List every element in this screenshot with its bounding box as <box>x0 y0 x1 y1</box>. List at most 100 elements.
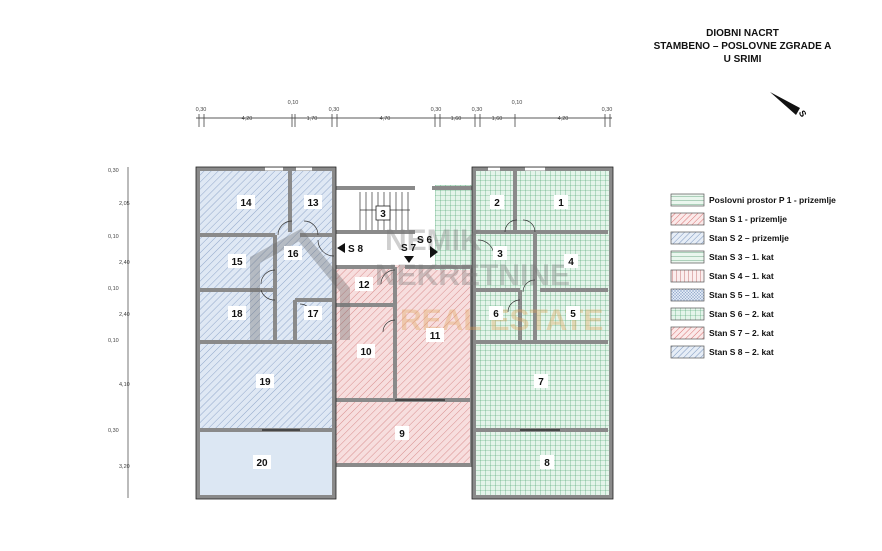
room-number: 13 <box>307 198 319 209</box>
legend-label: Stan S 1 - prizemlje <box>709 214 787 224</box>
room-label-box <box>357 344 375 358</box>
dimension-label: 0,10 <box>512 100 523 106</box>
legend-swatch <box>670 231 705 245</box>
legend-swatch <box>670 212 705 226</box>
room-label-box <box>304 306 322 320</box>
legend-label: Stan S 5 – 1. kat <box>709 290 774 300</box>
dimension-label: 4,70 <box>380 116 391 122</box>
north-label: S <box>797 109 809 119</box>
legend-item: Stan S 3 – 1. kat <box>670 250 774 264</box>
title-line-2: STAMBENO – POSLOVNE ZGRADE A <box>653 41 832 52</box>
room-label-box <box>426 328 444 342</box>
room-number: 6 <box>493 309 499 320</box>
arrow-down-icon <box>404 256 414 263</box>
dimension-label: 1,60 <box>492 116 503 122</box>
room-number: 12 <box>358 280 370 291</box>
legend-label: Stan S 6 – 2. kat <box>709 309 774 319</box>
room-number: 5 <box>570 309 576 320</box>
room-label-box <box>284 246 302 260</box>
legend-label: Stan S 3 – 1. kat <box>709 252 774 262</box>
unit-markers: S 8 S 7 S 6 <box>337 235 438 263</box>
legend-item: Poslovni prostor P 1 - prizemlje <box>670 193 836 207</box>
room-number: 3 <box>497 249 503 260</box>
dimension-label: 4,20 <box>242 116 253 122</box>
legend-swatch <box>670 288 705 302</box>
dimension-label: 2,05 <box>119 201 130 207</box>
dimension-label: 4,10 <box>119 382 130 388</box>
legend-item: Stan S 6 – 2. kat <box>670 307 774 321</box>
dimension-label: 3,20 <box>119 464 130 470</box>
title-line-1: DIOBNI NACRT <box>706 28 779 39</box>
legend-swatch <box>670 326 705 340</box>
room-label-box <box>304 195 322 209</box>
room-number: 14 <box>240 198 252 209</box>
legend-swatch <box>670 250 705 264</box>
legend-item: Stan S 5 – 1. kat <box>670 288 774 302</box>
wall-outline <box>195 166 614 500</box>
svg-text:NEKRETNINE: NEKRETNINE <box>375 259 570 292</box>
room-label-box <box>355 277 373 291</box>
dimension-label: 2,40 <box>119 312 130 318</box>
room-label-box <box>493 246 507 260</box>
room-number: 11 <box>430 331 441 342</box>
dimension-label: 0,10 <box>288 100 299 106</box>
legend-label: Stan S 4 – 1. kat <box>709 271 774 281</box>
arrow-right-icon <box>430 246 438 258</box>
dimension-label: 0,30 <box>329 107 340 113</box>
legend-item: Stan S 8 – 2. kat <box>670 345 774 359</box>
dimension-label: 1,60 <box>451 116 462 122</box>
room-number: 17 <box>307 309 319 320</box>
legend-item: Stan S 4 – 1. kat <box>670 269 774 283</box>
room-label-box <box>534 374 548 388</box>
legend-swatch <box>670 307 705 321</box>
room-number: 8 <box>544 458 550 469</box>
dimension-label: 4,20 <box>558 116 569 122</box>
unit-label-s6: S 6 <box>417 235 432 246</box>
dimension-label: 0,30 <box>472 107 483 113</box>
room-number: 2 <box>494 198 500 209</box>
dimension-label: 0,10 <box>108 234 119 240</box>
legend-swatch <box>670 193 705 207</box>
room-label-box <box>554 195 568 209</box>
room-label-box <box>540 455 554 469</box>
drawing-title: DIOBNI NACRT STAMBENO – POSLOVNE ZGRADE … <box>630 27 855 66</box>
room-label-box <box>237 195 255 209</box>
unit-label-s7: S 7 <box>401 243 416 254</box>
legend-item: Stan S 1 - prizemlje <box>670 212 787 226</box>
unit-fills <box>197 167 612 497</box>
room-number: 10 <box>360 347 372 358</box>
room-label-box <box>490 195 504 209</box>
room-number: 1 <box>558 198 564 209</box>
room-label-box <box>253 455 271 469</box>
title-line-3: U SRIMI <box>723 54 762 65</box>
legend-item: Stan S 7 – 2. kat <box>670 326 774 340</box>
room-label-box <box>256 374 274 388</box>
dimension-label: 0,30 <box>431 107 442 113</box>
dimension-label: 0,30 <box>602 107 613 113</box>
legend-swatch <box>670 345 705 359</box>
room-label-box <box>566 306 580 320</box>
north-arrow-icon: S <box>770 92 808 119</box>
dimension-label: 0,10 <box>108 286 119 292</box>
room-label-box <box>395 426 409 440</box>
dimension-label: 0,30 <box>108 428 119 434</box>
room-number: 7 <box>538 377 544 388</box>
room-number: 19 <box>259 377 271 388</box>
unit-label-s8: S 8 <box>348 244 363 255</box>
legend-item: Stan S 2 – prizemlje <box>670 231 789 245</box>
room-number: 3 <box>380 209 386 220</box>
room-label-box <box>564 254 578 268</box>
room-number: 15 <box>231 257 243 268</box>
legend-label: Poslovni prostor P 1 - prizemlje <box>709 195 836 205</box>
dimension-label: 0,30 <box>108 168 119 174</box>
windows <box>262 167 560 431</box>
room-number: 9 <box>399 429 405 440</box>
dimension-label: 1,70 <box>307 116 318 122</box>
room-number: 4 <box>568 257 574 268</box>
room-label-box <box>228 306 246 320</box>
dimension-label: 0,30 <box>196 107 207 113</box>
room-label-box <box>375 205 391 221</box>
room-number: 16 <box>287 249 299 260</box>
room-label-box <box>228 254 246 268</box>
